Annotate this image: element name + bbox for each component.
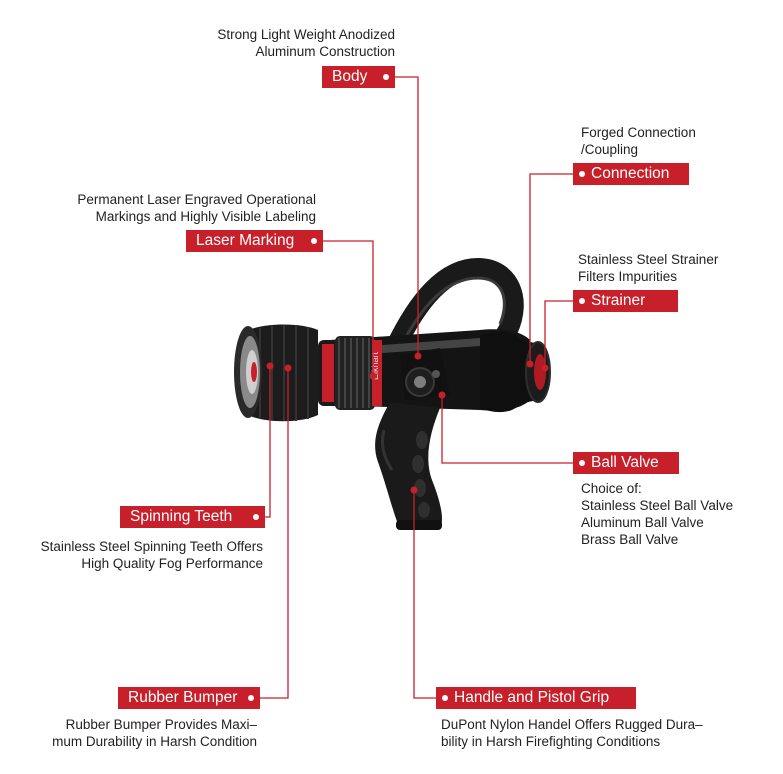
body-desc-line: Aluminum Construction xyxy=(255,44,395,59)
spinning-teeth-label: Spinning Teeth xyxy=(120,506,265,528)
dot-icon xyxy=(248,695,254,701)
rubber-bumper-desc-line: Rubber Bumper Provides Maxi– xyxy=(65,717,257,732)
body-label-text: Body xyxy=(332,68,368,85)
body-desc-line: Strong Light Weight Anodized xyxy=(217,27,395,42)
connection-label-text: Connection xyxy=(591,165,670,182)
strainer-label: Strainer xyxy=(573,290,678,312)
rubber-bumper-label: Rubber Bumper xyxy=(118,687,260,709)
rubber-bumper-desc-line: mum Durability in Harsh Condition xyxy=(52,734,257,749)
dot-icon xyxy=(442,695,448,701)
dot-icon xyxy=(253,514,259,520)
ball-valve-label-text: Ball Valve xyxy=(591,454,659,471)
laser-marking-label-text: Laser Marking xyxy=(196,232,295,249)
dot-icon xyxy=(311,238,317,244)
strainer-desc-line: Stainless Steel Strainer xyxy=(578,252,719,267)
rubber-bumper-description: Rubber Bumper Provides Maxi– mum Durabil… xyxy=(20,716,257,750)
engraving-text: Elkhart xyxy=(370,351,380,380)
laser-marking-label: Laser Marking xyxy=(186,230,323,252)
strainer-desc-line: Filters Impurities xyxy=(578,269,678,284)
handle-grip-desc-line: bility in Harsh Firefighting Conditions xyxy=(441,734,661,749)
laser-marking-desc-line: Markings and Highly Visible Labeling xyxy=(95,209,316,224)
connection-desc-line: Forged Connection xyxy=(581,125,696,140)
laser-marking-description: Permanent Laser Engraved Operational Mar… xyxy=(30,191,316,225)
strainer-description: Stainless Steel Strainer Filters Impurit… xyxy=(578,251,768,285)
fire-nozzle-illustration: Elkhart xyxy=(234,257,551,530)
ball-valve-desc-line: Stainless Steel Ball Valve xyxy=(581,498,734,513)
body-description: Strong Light Weight Anodized Aluminum Co… xyxy=(170,26,395,60)
spinning-teeth-desc-line: High Quality Fog Performance xyxy=(81,556,263,571)
ball-valve-desc-line: Aluminum Ball Valve xyxy=(581,515,704,530)
leader-lines xyxy=(259,76,579,699)
body-label: Body xyxy=(322,66,395,88)
dot-icon xyxy=(579,171,585,177)
ball-valve-desc-line: Brass Ball Valve xyxy=(581,532,679,547)
handle-grip-description: DuPont Nylon Handel Offers Rugged Dura– … xyxy=(441,716,741,750)
connection-desc-line: /Coupling xyxy=(581,142,639,157)
connection-label: Connection xyxy=(573,163,689,185)
dot-icon xyxy=(579,460,585,466)
handle-grip-label: Handle and Pistol Grip xyxy=(436,687,636,709)
dot-icon xyxy=(383,74,389,80)
ball-valve-description: Choice of: Stainless Steel Ball Valve Al… xyxy=(581,480,776,548)
spinning-teeth-description: Stainless Steel Spinning Teeth Offers Hi… xyxy=(8,538,263,572)
connection-description: Forged Connection /Coupling xyxy=(581,124,771,158)
spinning-teeth-desc-line: Stainless Steel Spinning Teeth Offers xyxy=(40,539,263,554)
strainer-label-text: Strainer xyxy=(591,292,646,309)
laser-marking-desc-line: Permanent Laser Engraved Operational xyxy=(77,192,316,207)
ball-valve-desc-line: Choice of: xyxy=(581,481,642,496)
spinning-teeth-label-text: Spinning Teeth xyxy=(130,508,233,525)
ball-valve-label: Ball Valve xyxy=(573,452,679,474)
leader-endpoints xyxy=(266,352,549,494)
rubber-bumper-label-text: Rubber Bumper xyxy=(128,689,238,706)
handle-grip-label-text: Handle and Pistol Grip xyxy=(454,689,610,706)
handle-grip-desc-line: DuPont Nylon Handel Offers Rugged Dura– xyxy=(441,717,703,732)
dot-icon xyxy=(579,298,585,304)
